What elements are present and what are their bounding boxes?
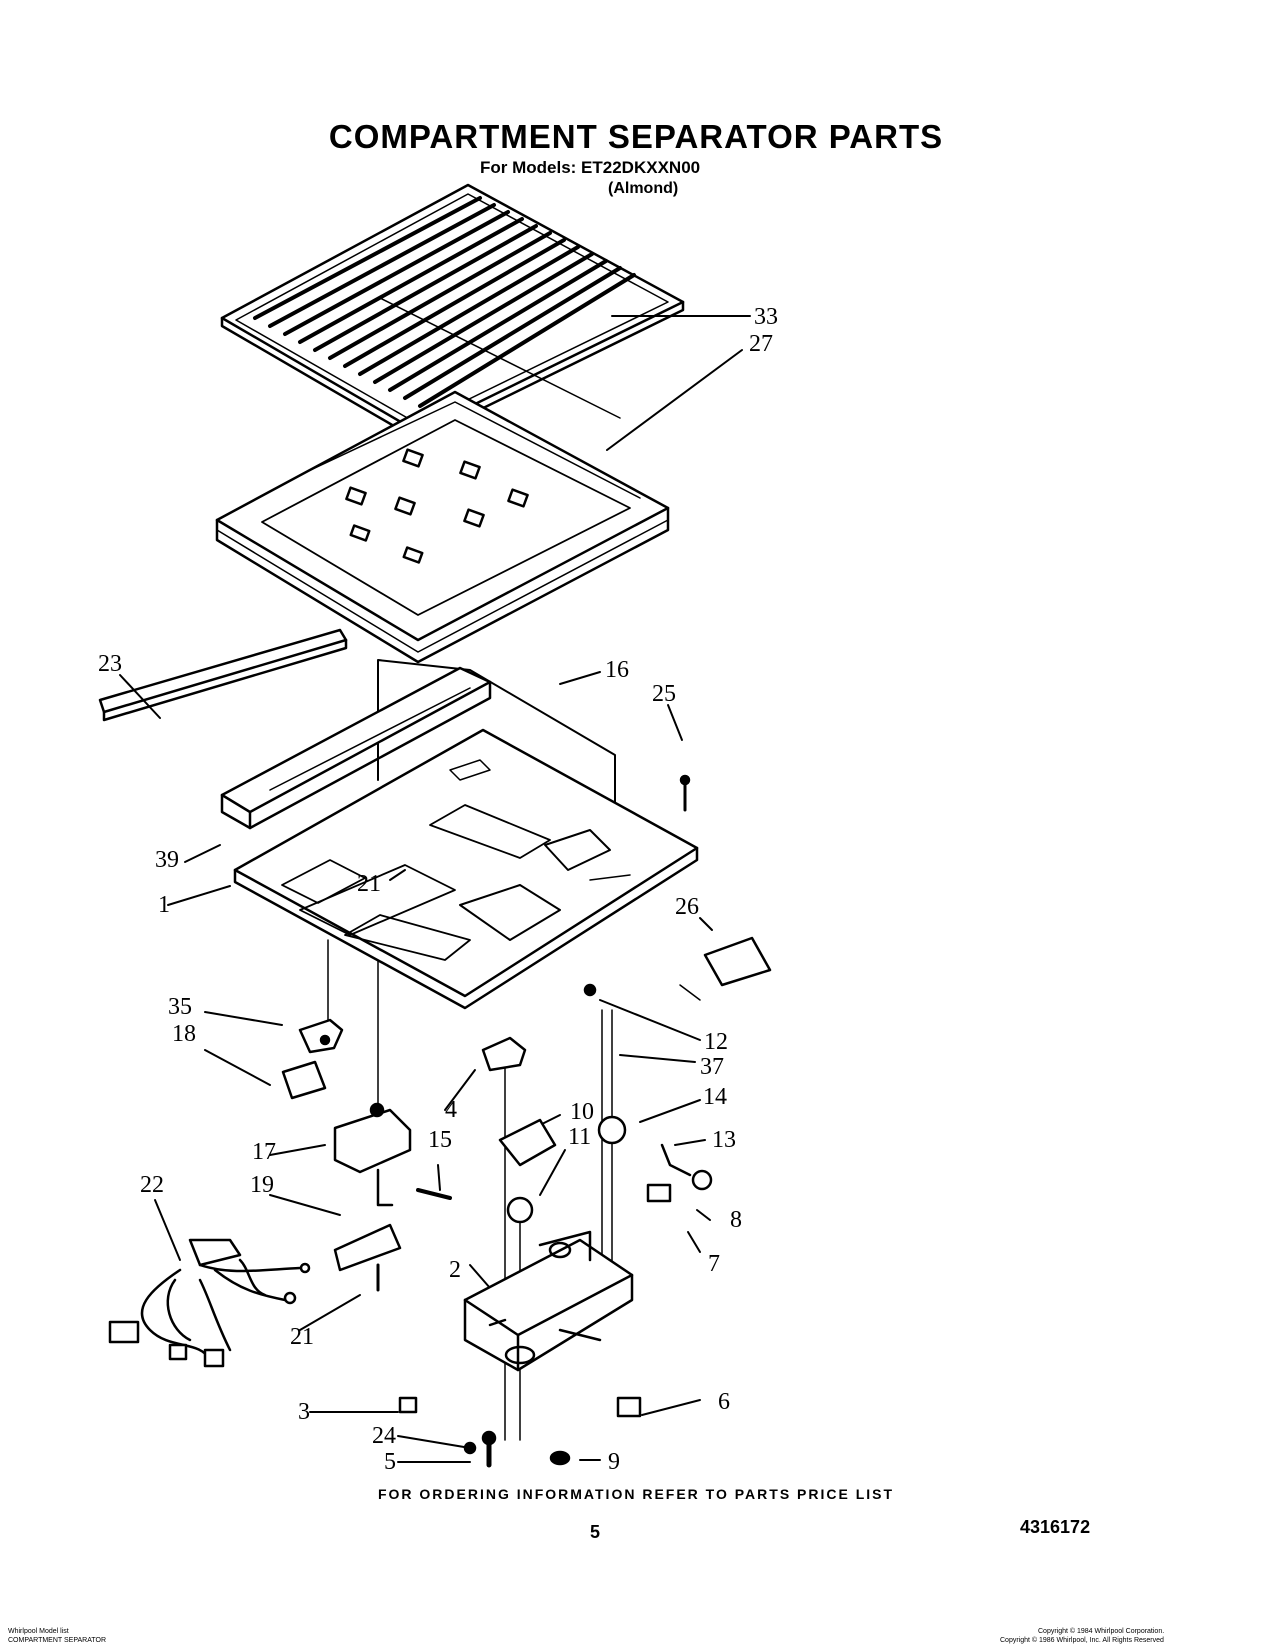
duct-piece	[703, 936, 772, 987]
callout-17: 17	[252, 1139, 276, 1165]
document-number: 4316172	[1020, 1517, 1091, 1537]
callout-18: 18	[172, 1021, 196, 1047]
callout-25: 25	[652, 681, 676, 707]
callout-22: 22	[140, 1172, 164, 1198]
callout-16: 16	[605, 657, 629, 683]
callout-4: 4	[445, 1097, 457, 1123]
callout-12: 12	[704, 1029, 728, 1055]
callout-5: 5	[384, 1449, 396, 1475]
color-variant: (Almond)	[608, 180, 679, 197]
base-bracket	[463, 1230, 634, 1372]
callout-24: 24	[372, 1423, 396, 1449]
wiring-harness	[108, 1238, 311, 1368]
ordering-note: FOR ORDERING INFORMATION REFER TO PARTS …	[377, 1486, 895, 1502]
callout-3: 3	[298, 1399, 310, 1425]
callout-19: 19	[250, 1172, 274, 1198]
callout-13: 13	[712, 1127, 736, 1153]
callout-11: 11	[568, 1124, 592, 1150]
callout-21-lower: 21	[290, 1324, 314, 1350]
fine-print-left-1: Whirlpool Model list	[8, 1628, 69, 1635]
page-number: 5	[590, 1522, 601, 1542]
callout-23: 23	[98, 651, 122, 677]
callout-27: 27	[749, 331, 773, 357]
callout-15: 15	[428, 1127, 452, 1153]
callout-35: 35	[168, 994, 192, 1020]
callout-14: 14	[703, 1084, 727, 1110]
separator-panel	[233, 728, 699, 1010]
callout-39: 39	[155, 847, 179, 873]
page-title: COMPARTMENT SEPARATOR PARTS	[328, 118, 944, 155]
fine-print-right-1: Copyright © 1984 Whirlpool Corporation.	[1038, 1628, 1165, 1635]
trim-strip	[98, 628, 348, 722]
fine-print-left-2: COMPARTMENT SEPARATOR	[8, 1637, 107, 1644]
air-duct-housing	[220, 666, 492, 830]
fine-print-right-2: Copyright © 1986 Whirlpool, Inc. All Rig…	[1000, 1637, 1164, 1644]
callout-10: 10	[570, 1099, 594, 1125]
callout-37: 37	[700, 1054, 724, 1080]
callout-6: 6	[718, 1389, 730, 1415]
callout-21-upper: 21	[357, 871, 381, 897]
callout-7: 7	[708, 1251, 720, 1277]
control-housing-parts	[281, 1018, 713, 1292]
callout-26: 26	[675, 894, 699, 920]
callout-1: 1	[158, 892, 170, 918]
fasteners	[319, 774, 691, 1468]
callout-2: 2	[449, 1257, 461, 1283]
separator-frame	[215, 390, 670, 664]
models-line: For Models: ET22DKXXN00	[480, 158, 701, 177]
callout-9: 9	[608, 1449, 620, 1475]
callout-33: 33	[754, 304, 778, 330]
callout-8: 8	[730, 1207, 742, 1233]
shelf-grille	[220, 183, 685, 442]
